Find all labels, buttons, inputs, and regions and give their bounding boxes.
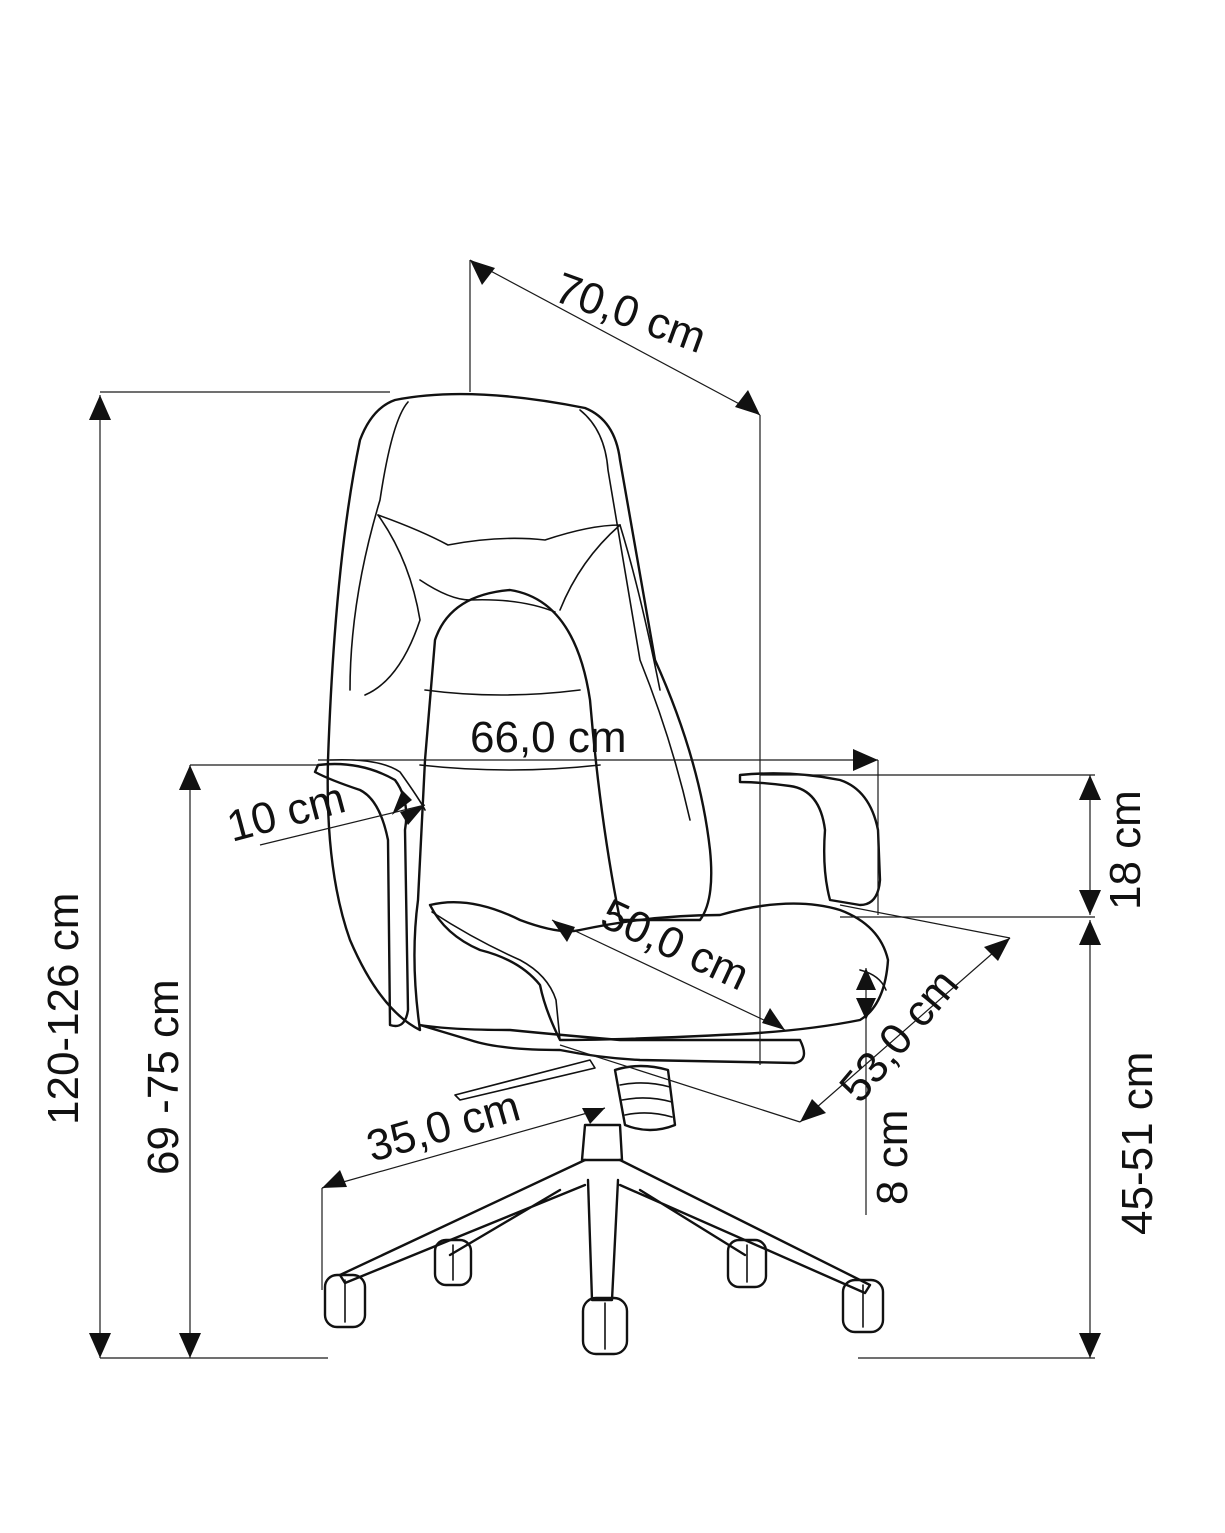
gas-cylinder <box>580 1123 624 1162</box>
arrow-head <box>800 1099 826 1122</box>
backrest-inner-edge-right <box>579 409 691 821</box>
seat-width-dimension-line <box>799 937 1011 1123</box>
label-depth: 70,0 cm <box>549 263 713 363</box>
label-seat-depth: 50,0 cm <box>594 890 757 1001</box>
backrest-seam-upper <box>377 514 621 546</box>
arrow-head <box>984 938 1010 961</box>
label-armrest-height: 18 cm <box>1101 790 1150 910</box>
label-width: 66,0 cm <box>470 713 627 762</box>
seat-side-piping <box>859 969 887 991</box>
label-base-radius: 35,0 cm <box>361 1081 525 1171</box>
arrow-head <box>552 920 575 942</box>
arrow-head <box>89 395 111 420</box>
backrest-lumbar-band-bottom <box>419 764 601 771</box>
seat-depth-dimension-line <box>551 919 786 1031</box>
depth-dimension-line <box>469 259 761 416</box>
left-armrest <box>313 762 410 1028</box>
caster-back-left <box>433 1238 473 1287</box>
arrow-head <box>1079 920 1101 945</box>
arrow-head <box>179 1333 201 1358</box>
armrest-dimension-line <box>259 804 426 846</box>
backrest-seam-v-left <box>364 514 421 696</box>
seat-cushion <box>428 900 890 1042</box>
seat-front-edge <box>431 911 561 1041</box>
arrow-head <box>470 260 495 285</box>
gas-cylinder-ribs <box>619 1082 673 1118</box>
arrow-head <box>853 749 878 771</box>
label-total-height: 120-126 cm <box>39 893 88 1125</box>
office-chair-illustration <box>313 392 890 1356</box>
caster-back-right <box>726 1238 768 1289</box>
backrest-inner-edge <box>349 401 409 691</box>
label-seat-thickness: 8 cm <box>868 1110 917 1205</box>
arrow-head <box>392 790 412 815</box>
arrow-head <box>1079 1333 1101 1358</box>
seat-width-extension-left <box>559 1044 801 1123</box>
star-base <box>338 1158 872 1302</box>
caster-front-center <box>581 1296 629 1356</box>
arrow-head <box>400 805 425 825</box>
caster-front-left <box>323 1273 367 1329</box>
tilt-lever <box>454 1059 596 1101</box>
label-arm-floor-height: 69 -75 cm <box>139 979 188 1175</box>
backrest-side-seam <box>619 524 661 691</box>
arrow-head <box>856 968 876 990</box>
backrest-lumbar-curve <box>419 579 556 613</box>
label-seat-width: 53,0 cm <box>830 960 968 1111</box>
arrow-head <box>735 390 760 415</box>
gas-cylinder-cover <box>613 1064 677 1132</box>
seat-width-extension-right <box>839 904 1011 939</box>
label-seat-height: 45-51 cm <box>1113 1052 1162 1235</box>
dimension-labels: 70,0 cm 66,0 cm 10 cm 18 cm 120-126 cm 6… <box>39 263 1162 1235</box>
arrow-head <box>856 998 876 1020</box>
right-armrest <box>738 772 882 907</box>
arrow-head <box>582 1108 605 1124</box>
backrest-seam-v-right <box>559 524 621 611</box>
arrow-head <box>322 1170 347 1188</box>
base-radius-dimension-line <box>321 1107 606 1189</box>
arrow-head <box>179 765 201 790</box>
arrow-head <box>89 1333 111 1358</box>
arrow-head <box>762 1008 785 1030</box>
caster-front-right <box>841 1278 885 1334</box>
arrow-head <box>1079 890 1101 915</box>
arrow-head <box>1079 775 1101 800</box>
dimension-lines <box>89 259 1101 1359</box>
seat-underside <box>418 1023 806 1065</box>
backrest-lumbar-band-top <box>424 689 581 696</box>
